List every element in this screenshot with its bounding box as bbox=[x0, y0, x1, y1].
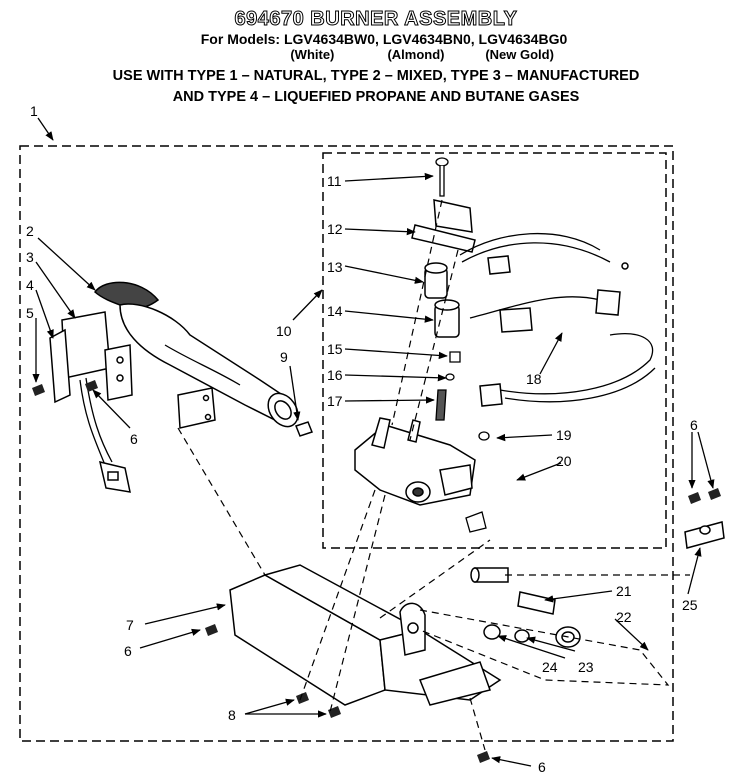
tube-mounting-screw bbox=[32, 384, 45, 396]
valve-harness bbox=[459, 232, 656, 403]
gas-valve-body bbox=[354, 417, 476, 506]
usage-note: USE WITH TYPE 1 – NATURAL, TYPE 2 – MIXE… bbox=[0, 66, 752, 108]
ignitor-shield bbox=[177, 387, 216, 429]
callout-14: 14 bbox=[327, 303, 343, 319]
callout-5: 5 bbox=[26, 305, 34, 321]
callout-7: 7 bbox=[126, 617, 134, 633]
valve-coils bbox=[411, 199, 476, 338]
callout-6-clamp: 6 bbox=[690, 417, 698, 433]
igniter-connector bbox=[98, 460, 131, 493]
color-almond: (Almond) bbox=[387, 47, 445, 62]
callout-9: 9 bbox=[280, 349, 288, 365]
callout-24: 24 bbox=[542, 659, 558, 675]
callout-12: 12 bbox=[327, 221, 343, 237]
color-white: (White) bbox=[290, 47, 335, 62]
model-colors: (White) (Almond) (New Gold) bbox=[40, 47, 752, 62]
callout-22: 22 bbox=[616, 609, 632, 625]
assembly-dash-lines bbox=[177, 199, 690, 751]
burner-tube bbox=[93, 281, 299, 428]
callout-25: 25 bbox=[682, 597, 698, 613]
callout-6-tube: 6 bbox=[130, 431, 138, 447]
valve-small-parts bbox=[435, 157, 490, 533]
callout-4: 4 bbox=[26, 277, 34, 293]
model-almond: LGV4634BN0, bbox=[382, 31, 475, 47]
orifice-fittings bbox=[470, 521, 725, 648]
clamp-screw-right bbox=[708, 488, 721, 500]
callout-15: 15 bbox=[327, 341, 343, 357]
igniter-bracket bbox=[49, 311, 133, 404]
bracket-screw-6a bbox=[205, 624, 218, 636]
harness-connectors bbox=[479, 255, 629, 407]
diagram-title: 694670 BURNER ASSEMBLY bbox=[234, 8, 518, 31]
callout-6-base: 6 bbox=[538, 759, 546, 775]
callout-2: 2 bbox=[26, 223, 34, 239]
usage-line-1: USE WITH TYPE 1 – NATURAL, TYPE 2 – MIXE… bbox=[112, 68, 640, 84]
usage-line-2: AND TYPE 4 – LIQUEFIED PROPANE AND BUTAN… bbox=[172, 89, 580, 105]
bracket-screw-8a bbox=[296, 692, 309, 704]
callout-21: 21 bbox=[616, 583, 632, 599]
valve-outline bbox=[322, 152, 667, 549]
model-white: LGV4634BW0, bbox=[283, 31, 379, 47]
bracket-screw-8b bbox=[328, 706, 341, 718]
callout-1: 1 bbox=[30, 103, 38, 119]
color-new-gold: (New Gold) bbox=[485, 47, 554, 62]
callout-13: 13 bbox=[327, 259, 343, 275]
clamp-screw-left bbox=[688, 492, 701, 504]
leader-arrows bbox=[32, 117, 715, 767]
callout-6-bracket: 6 bbox=[124, 643, 132, 659]
assembly-outline bbox=[19, 145, 674, 742]
callout-8: 8 bbox=[228, 707, 236, 723]
bracket-screw bbox=[85, 380, 98, 392]
callout-17: 17 bbox=[327, 393, 343, 409]
bracket-screw-6b bbox=[477, 751, 490, 763]
callout-20: 20 bbox=[556, 453, 572, 469]
callout-10: 10 bbox=[276, 323, 292, 339]
callout-16: 16 bbox=[327, 367, 343, 383]
callout-3: 3 bbox=[26, 249, 34, 265]
callout-23: 23 bbox=[578, 659, 594, 675]
burner-bracket bbox=[229, 564, 502, 706]
callout-19: 19 bbox=[556, 427, 572, 443]
models-prefix: For Models: bbox=[200, 31, 281, 47]
callout-11: 11 bbox=[327, 173, 342, 189]
model-numbers: For Models: LGV4634BW0, LGV4634BN0, LGV4… bbox=[8, 31, 752, 47]
nut-9 bbox=[295, 421, 313, 437]
callout-18: 18 bbox=[526, 371, 542, 387]
model-new-gold: LGV4634BG0 bbox=[478, 31, 568, 47]
